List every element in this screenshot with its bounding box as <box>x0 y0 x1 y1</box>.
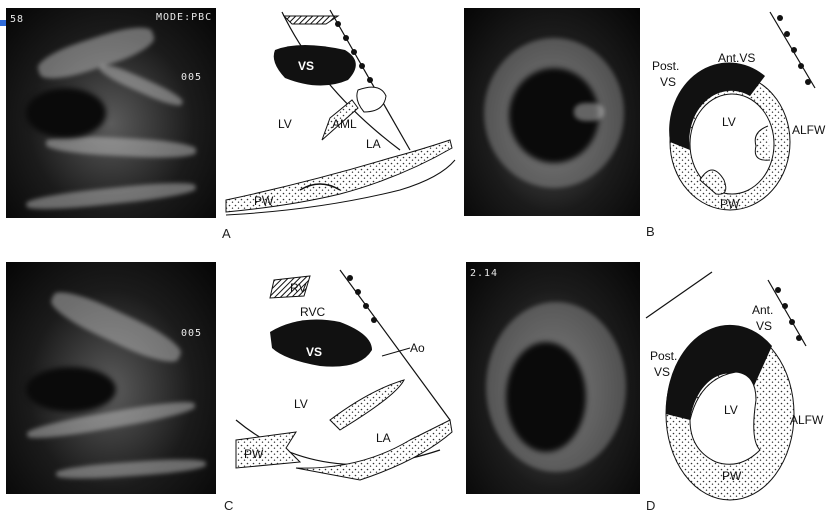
diagram-d: Ant. VS Post. VS LV ALFW PW <box>646 272 824 500</box>
diagram-c-vs-label: VS <box>306 345 322 359</box>
diagram-c-la-label: LA <box>376 431 391 445</box>
panel-letter-c: C <box>224 498 233 513</box>
diagram-d-vs-post-label: VS <box>654 365 670 379</box>
diagram-d-lv-label: LV <box>724 403 738 417</box>
diagram-c-rv-label: RV <box>290 281 306 295</box>
diagram-c-pw-label: PW <box>244 447 264 461</box>
diagram-b: Post. VS Ant.VS LV ALFW PW <box>652 12 826 211</box>
diagram-a-la-label: LA <box>366 137 381 151</box>
diagram-a-lv-label: LV <box>278 117 292 131</box>
diagram-c-lv-label: LV <box>294 397 308 411</box>
diagram-b-antvs-label: Ant.VS <box>718 51 755 65</box>
diagram-c-ao-label: Ao <box>410 341 425 355</box>
diagram-a-pw-label: PW <box>254 194 274 208</box>
diagram-a: VS LV AML LA PW <box>226 10 455 215</box>
panel-letter-a: A <box>222 226 231 241</box>
diagram-b-vs-label: VS <box>660 75 676 89</box>
diagram-d-alfw-label: ALFW <box>790 413 824 427</box>
diagram-d-post-label: Post. <box>650 349 677 363</box>
panel-letter-b: B <box>646 224 655 239</box>
diagram-b-alfw-label: ALFW <box>792 123 826 137</box>
diagram-d-vs-label: VS <box>756 319 772 333</box>
diagram-c: RV RVC VS Ao LV LA PW <box>236 270 452 480</box>
diagram-d-ant-label: Ant. <box>752 303 773 317</box>
diagram-d-pw-label: PW <box>722 469 742 483</box>
diagram-b-post-label: Post. <box>652 59 679 73</box>
diagram-c-rvc-label: RVC <box>300 305 325 319</box>
diagram-b-pw-label: PW <box>720 197 740 211</box>
diagram-b-lv-label: LV <box>722 115 736 129</box>
diagram-a-aml-label: AML <box>332 117 357 131</box>
panel-letter-d: D <box>646 498 655 513</box>
diagram-a-vs-label: VS <box>298 59 314 73</box>
